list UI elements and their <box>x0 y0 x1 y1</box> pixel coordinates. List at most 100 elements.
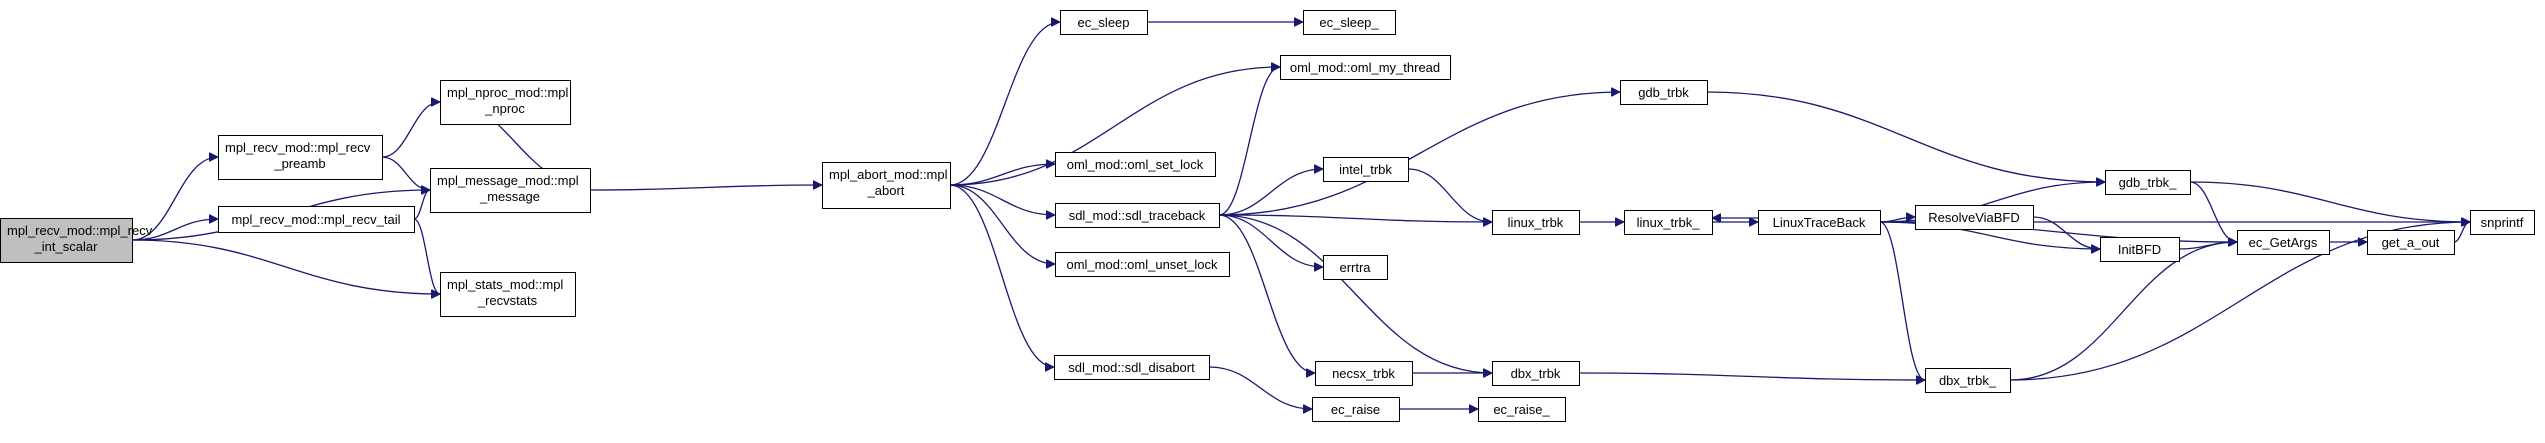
node-label-line: dbx_trbk_ <box>1939 373 1997 388</box>
node-message[interactable]: mpl_message_mod::mpl_message <box>430 168 591 213</box>
node-box <box>2237 230 2330 255</box>
edge-gdb_trbk-to-gdb_trbk_ <box>1706 91 2105 182</box>
edge-recv_int_scalar-to-recvstats <box>131 239 440 294</box>
node-necsx-trbk[interactable]: necsx_trbk <box>1315 361 1413 386</box>
node-label-line: mpl_recv_mod::mpl_recv <box>225 140 371 155</box>
node-snprintf[interactable]: snprintf <box>2470 210 2535 235</box>
node-recvstats[interactable]: mpl_stats_mod::mpl_recvstats <box>440 272 576 317</box>
node-box <box>1055 152 1216 177</box>
edge-sdl_traceback-to-errtra <box>1218 214 1323 267</box>
node-label-line: mpl_recv_mod::mpl_recv <box>7 223 153 238</box>
node-box <box>1925 368 2011 393</box>
node-label-line: gdb_trbk_ <box>2119 175 2178 190</box>
node-abort[interactable]: mpl_abort_mod::mpl_abort <box>822 162 951 209</box>
node-oml-unset-lock[interactable]: oml_mod::oml_unset_lock <box>1055 252 1230 277</box>
node-label-line: intel_trbk <box>1339 162 1392 177</box>
node-recv-int-scalar[interactable]: mpl_recv_mod::mpl_recv_int_scalar <box>0 218 153 263</box>
node-label-line: sdl_mod::sdl_disabort <box>1068 360 1195 375</box>
node-label-line: linux_trbk_ <box>1637 215 1701 230</box>
edge-intel_trbk-to-linux_trbk <box>1407 168 1492 222</box>
edge-abort-to-oml_my_thread <box>949 67 1280 186</box>
node-recv-preamb[interactable]: mpl_recv_mod::mpl_recv_preamb <box>218 135 383 180</box>
node-box <box>1915 205 2034 230</box>
edge-abort-to-sdl_disabort <box>949 184 1054 367</box>
node-box <box>2105 170 2191 195</box>
node-label-line: mpl_nproc_mod::mpl <box>447 85 568 100</box>
edge-recv_preamb-to-message <box>381 156 431 190</box>
node-get-a-out[interactable]: get_a_out <box>2367 230 2455 255</box>
node-recv-tail[interactable]: mpl_recv_mod::mpl_recv_tail <box>218 206 415 233</box>
node-label-line: oml_mod::oml_unset_lock <box>1066 257 1218 272</box>
edge-dbx_trbk-to-dbx_trbk_ <box>1578 372 1925 380</box>
node-label-line: necsx_trbk <box>1332 366 1395 381</box>
node-errtra[interactable]: errtra <box>1323 255 1388 280</box>
node-label-line: oml_mod::oml_my_thread <box>1290 60 1440 75</box>
node-intel-trbk[interactable]: intel_trbk <box>1323 157 1409 182</box>
node-dbx-trbk-under[interactable]: dbx_trbk_ <box>1925 368 2011 393</box>
node-oml-my-thread[interactable]: oml_mod::oml_my_thread <box>1280 55 1451 80</box>
node-dbx-trbk[interactable]: dbx_trbk <box>1492 361 1580 386</box>
node-label-line: mpl_recv_mod::mpl_recv_tail <box>231 212 400 227</box>
edge-linuxtraceback-to-initbfd <box>1879 221 2100 249</box>
node-ec-sleep-under[interactable]: ec_sleep_ <box>1303 10 1396 35</box>
node-box <box>1492 210 1580 235</box>
node-box <box>1303 10 1396 35</box>
node-linux-trbk-under[interactable]: linux_trbk_ <box>1624 210 1713 235</box>
edge-recv_int_scalar-to-recv_preamb <box>131 157 218 241</box>
node-initbfd[interactable]: InitBFD <box>2100 237 2180 262</box>
node-box <box>1054 355 1210 380</box>
node-ec-raise[interactable]: ec_raise <box>1312 397 1400 422</box>
edge-sdl_traceback-to-necsx_trbk <box>1218 214 1316 373</box>
node-label-line: mpl_stats_mod::mpl <box>447 277 563 292</box>
edge-abort-to-ec_sleep <box>949 22 1060 186</box>
edge-gdb_trbk_-to-snprintf <box>2189 181 2470 222</box>
node-label-line: ec_GetArgs <box>2249 235 2318 250</box>
node-box <box>822 162 951 209</box>
node-label-line: snprintf <box>2481 215 2524 230</box>
node-label-line: dbx_trbk <box>1511 366 1561 381</box>
node-sdl-disabort[interactable]: sdl_mod::sdl_disabort <box>1054 355 1210 380</box>
node-gdb-trbk[interactable]: gdb_trbk <box>1620 80 1708 105</box>
node-box <box>2100 237 2180 262</box>
node-label-line: _message <box>479 189 540 204</box>
node-label-line: mpl_message_mod::mpl <box>437 173 579 188</box>
node-label-line: errtra <box>1339 260 1371 275</box>
node-box <box>218 135 383 180</box>
node-oml-set-lock[interactable]: oml_mod::oml_set_lock <box>1055 152 1216 177</box>
edge-sdl_traceback-to-oml_my_thread <box>1218 67 1281 216</box>
node-label-line: _nproc <box>484 101 525 116</box>
node-label-line: ec_sleep_ <box>1319 15 1379 30</box>
node-box <box>1312 397 1400 422</box>
node-box <box>1060 10 1148 35</box>
node-label-line: sdl_mod::sdl_traceback <box>1069 208 1206 223</box>
edge-linuxtraceback-to-dbx_trbk_ <box>1879 221 1926 380</box>
node-box <box>1492 361 1580 386</box>
node-sdl-traceback[interactable]: sdl_mod::sdl_traceback <box>1055 203 1220 228</box>
node-box <box>1323 157 1409 182</box>
node-resolveviabfd[interactable]: ResolveViaBFD <box>1915 205 2034 230</box>
node-nproc[interactable]: mpl_nproc_mod::mpl_nproc <box>440 80 571 125</box>
edge-abort-to-oml_set_lock <box>949 164 1055 186</box>
node-linux-trbk[interactable]: linux_trbk <box>1492 210 1580 235</box>
node-box <box>1315 361 1413 386</box>
edge-sdl_traceback-to-intel_trbk <box>1218 169 1323 216</box>
node-label-line: ec_raise <box>1331 402 1380 417</box>
node-box <box>2367 230 2455 255</box>
node-box <box>1758 210 1881 235</box>
node-label-line: _recvstats <box>477 293 538 308</box>
node-ec-raise-under[interactable]: ec_raise_ <box>1478 397 1566 422</box>
node-linuxtraceback[interactable]: LinuxTraceBack <box>1758 210 1881 235</box>
edge-abort-to-sdl_traceback <box>949 184 1055 215</box>
edge-recv_tail-to-message <box>413 190 431 220</box>
node-box <box>1280 55 1451 80</box>
node-box <box>1323 255 1388 280</box>
node-ec-getargs[interactable]: ec_GetArgs <box>2237 230 2330 255</box>
edge-message-to-abort <box>589 185 822 191</box>
node-label-line: mpl_abort_mod::mpl <box>829 167 948 182</box>
node-ec-sleep[interactable]: ec_sleep <box>1060 10 1148 35</box>
node-box <box>1624 210 1713 235</box>
nodes-layer: mpl_recv_mod::mpl_recv_int_scalarmpl_rec… <box>0 10 2535 422</box>
node-gdb-trbk-under[interactable]: gdb_trbk_ <box>2105 170 2191 195</box>
edge-sdl_traceback-to-gdb_trbk <box>1218 92 1620 216</box>
node-label-line: ec_sleep <box>1077 15 1129 30</box>
